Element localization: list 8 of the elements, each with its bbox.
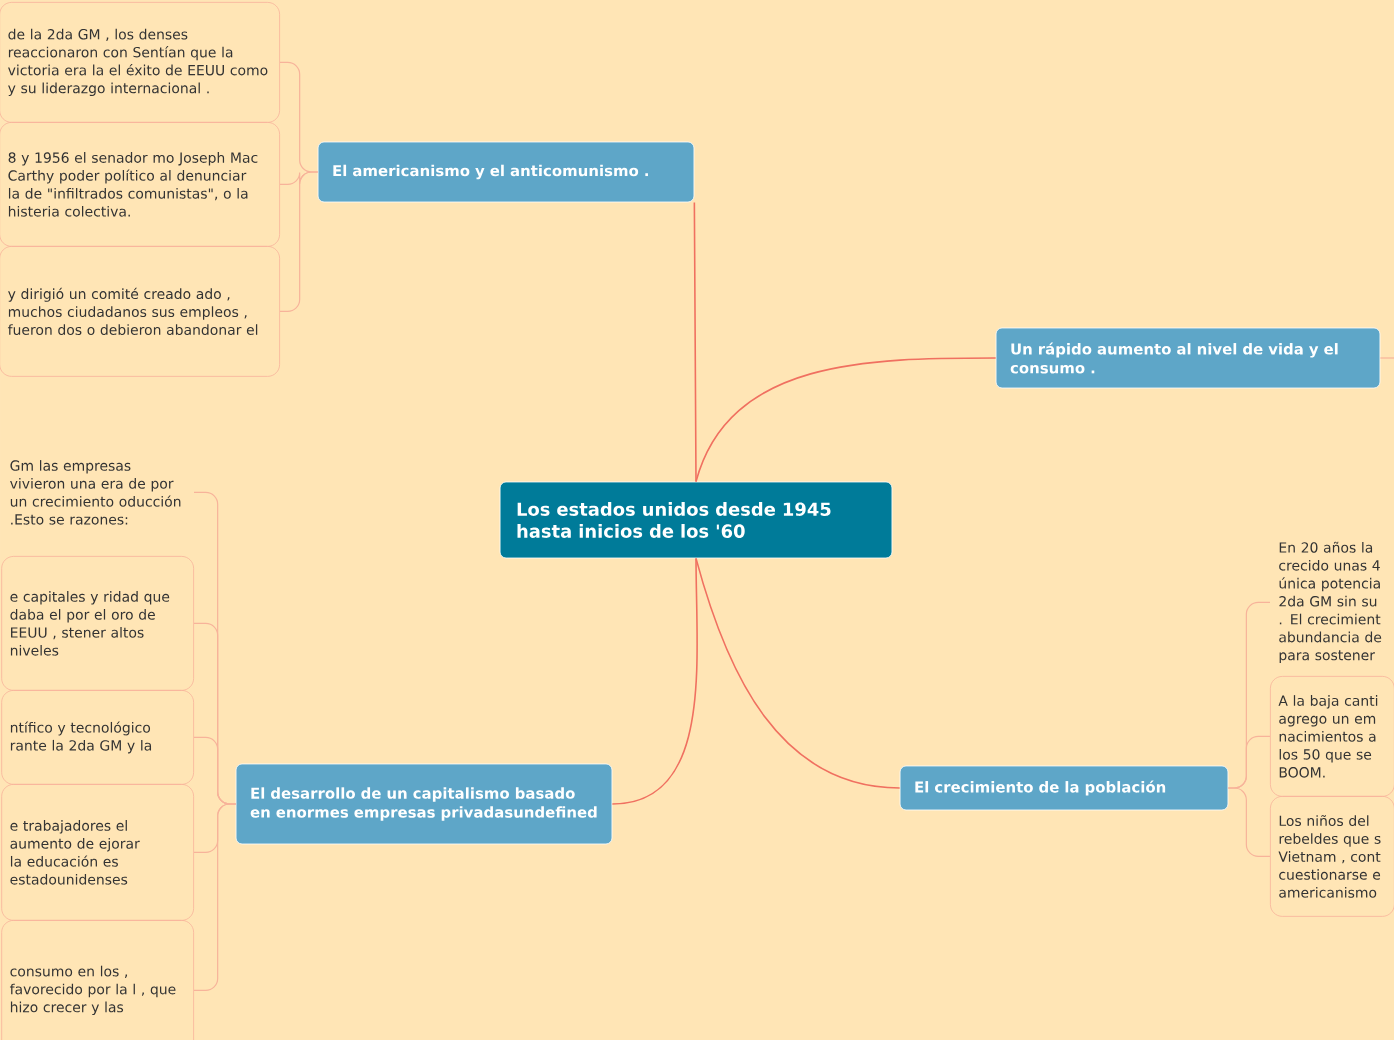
connector-line (279, 171, 319, 312)
connector-line (695, 557, 901, 789)
connector-line (611, 557, 698, 805)
connector-line (695, 357, 997, 483)
connector-line (1227, 787, 1271, 857)
central-topic-box: Los estados unidos desde 1945 hasta inicios de los '60 (499, 481, 893, 559)
connector-line (193, 803, 237, 991)
connector-line (693, 201, 697, 483)
